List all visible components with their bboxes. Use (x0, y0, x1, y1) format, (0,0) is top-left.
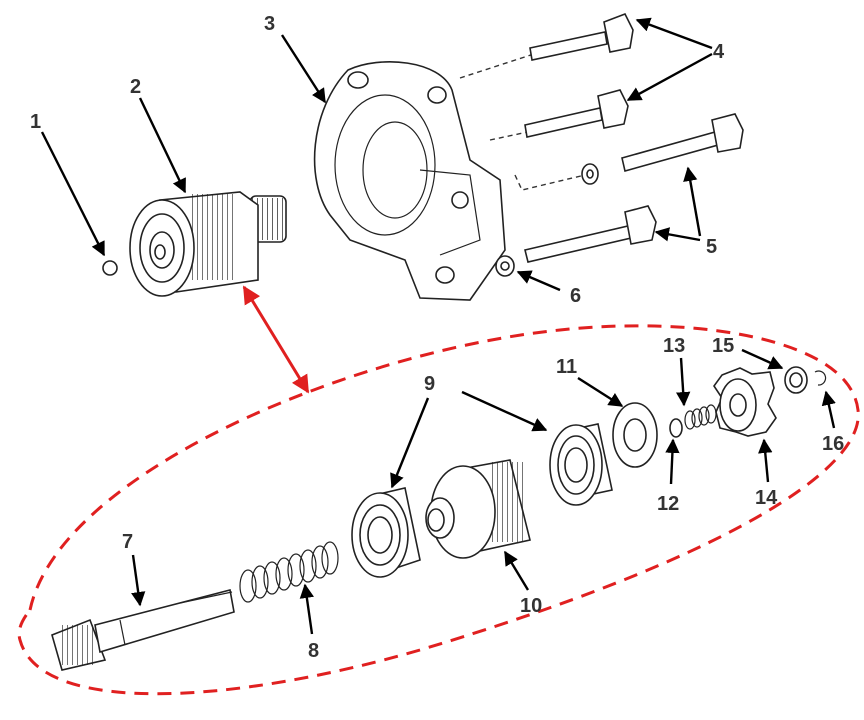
callout-10: 10 (520, 595, 542, 617)
leader-13 (675, 357, 691, 407)
callout-14: 14 (755, 487, 778, 509)
leader-9a (390, 397, 430, 489)
callout-11: 11 (556, 356, 577, 378)
part-11-thrust-washer-hole (623, 418, 647, 452)
leader-3 (280, 34, 327, 104)
bolt-path-low (514, 174, 586, 191)
callout-1: 1 (30, 111, 41, 133)
bolt-path-top (459, 51, 541, 79)
leader-12 (665, 438, 680, 485)
callout-4: 4 (713, 41, 725, 63)
leader-8 (299, 583, 314, 635)
callout-5: 5 (706, 236, 717, 258)
callout-2: 2 (130, 76, 141, 98)
callout-16: 16 (822, 433, 844, 455)
part-6-washer-hole (500, 261, 510, 271)
callout-3: 3 (264, 13, 275, 35)
part-2-drive-assembly (129, 191, 287, 297)
leader-15 (741, 348, 784, 370)
callout-6: 6 (570, 285, 581, 307)
callout-9: 9 (424, 373, 435, 395)
callout-15: 15 (712, 335, 734, 357)
leader-7 (131, 554, 146, 607)
part-9-bearing-rear (549, 423, 613, 506)
part-16-clip (814, 370, 827, 386)
leader-6 (516, 270, 561, 292)
part-7-shaft (51, 589, 235, 671)
callout-7: 7 (122, 531, 133, 553)
part-1-ball (102, 260, 118, 276)
callout-labels: 1 2 3 4 5 6 7 8 9 10 11 12 13 14 15 16 (30, 13, 844, 662)
leader-11 (577, 376, 624, 408)
leader-5a (683, 166, 702, 237)
leader-4a (635, 17, 713, 50)
leader-1 (40, 131, 106, 257)
leader-14 (758, 438, 773, 483)
leader-10 (503, 550, 530, 591)
part-13-spring (684, 404, 717, 430)
leader-16 (821, 390, 836, 429)
callout-8: 8 (308, 640, 319, 662)
part-3-housing (313, 61, 506, 301)
group-outline (17, 324, 860, 696)
callout-13: 13 (663, 335, 685, 357)
part-9-bearing-front (351, 487, 421, 578)
part-5-long-bolts (524, 113, 744, 263)
leader-4b (626, 52, 713, 102)
part-10-clutch (425, 459, 531, 559)
leader-2 (138, 97, 187, 194)
group-link-arrow (242, 285, 310, 394)
part-14-pinion-gear (713, 367, 777, 437)
part-4-bolts (524, 12, 634, 138)
part-8-spring (239, 541, 339, 603)
part-12-ring (669, 418, 683, 438)
part-15-bushing-hole (789, 372, 803, 388)
leader-5b (654, 227, 701, 242)
leader-9b (461, 390, 548, 432)
callout-12: 12 (657, 493, 679, 515)
bolt-washer-hole (586, 169, 594, 179)
leader-arrows (40, 17, 836, 635)
